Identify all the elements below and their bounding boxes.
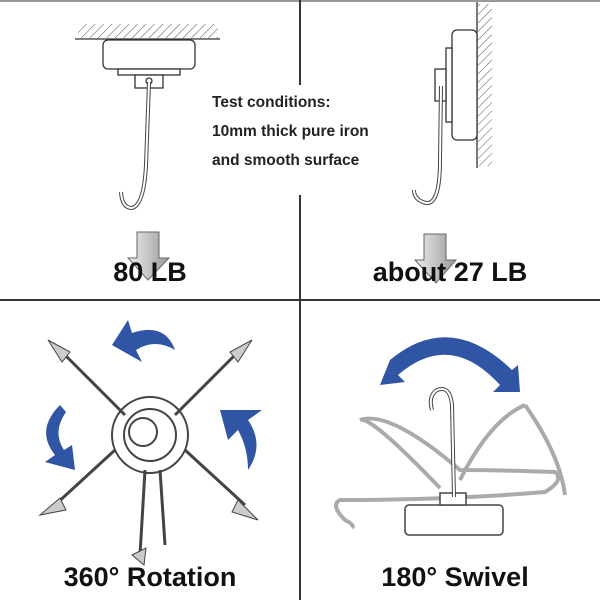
- wall-mounted-hook-icon: [412, 2, 492, 205]
- note-line: 10mm thick pure iron: [212, 123, 369, 140]
- rotating-hook-icon: [38, 339, 259, 566]
- ceiling-load-label: 80 LB: [113, 257, 187, 287]
- swivel-hook-icon: [334, 387, 567, 536]
- test-conditions-note: Test conditions: 10mm thick pure iron an…: [212, 88, 369, 175]
- note-line: Test conditions:: [212, 94, 331, 111]
- down-arrow-icon: [413, 233, 458, 284]
- ceiling-mounted-hook-icon: [75, 24, 220, 211]
- down-arrow-icon: [126, 231, 171, 281]
- swivel-label: 180° Swivel: [381, 562, 529, 592]
- rotation-label: 360° Rotation: [63, 562, 237, 592]
- swivel-arrow-icon: [380, 337, 520, 392]
- wall-load-label: about 27 LB: [372, 257, 528, 287]
- note-line: and smooth surface: [212, 152, 360, 169]
- rotation-arrow-icon: [45, 320, 262, 470]
